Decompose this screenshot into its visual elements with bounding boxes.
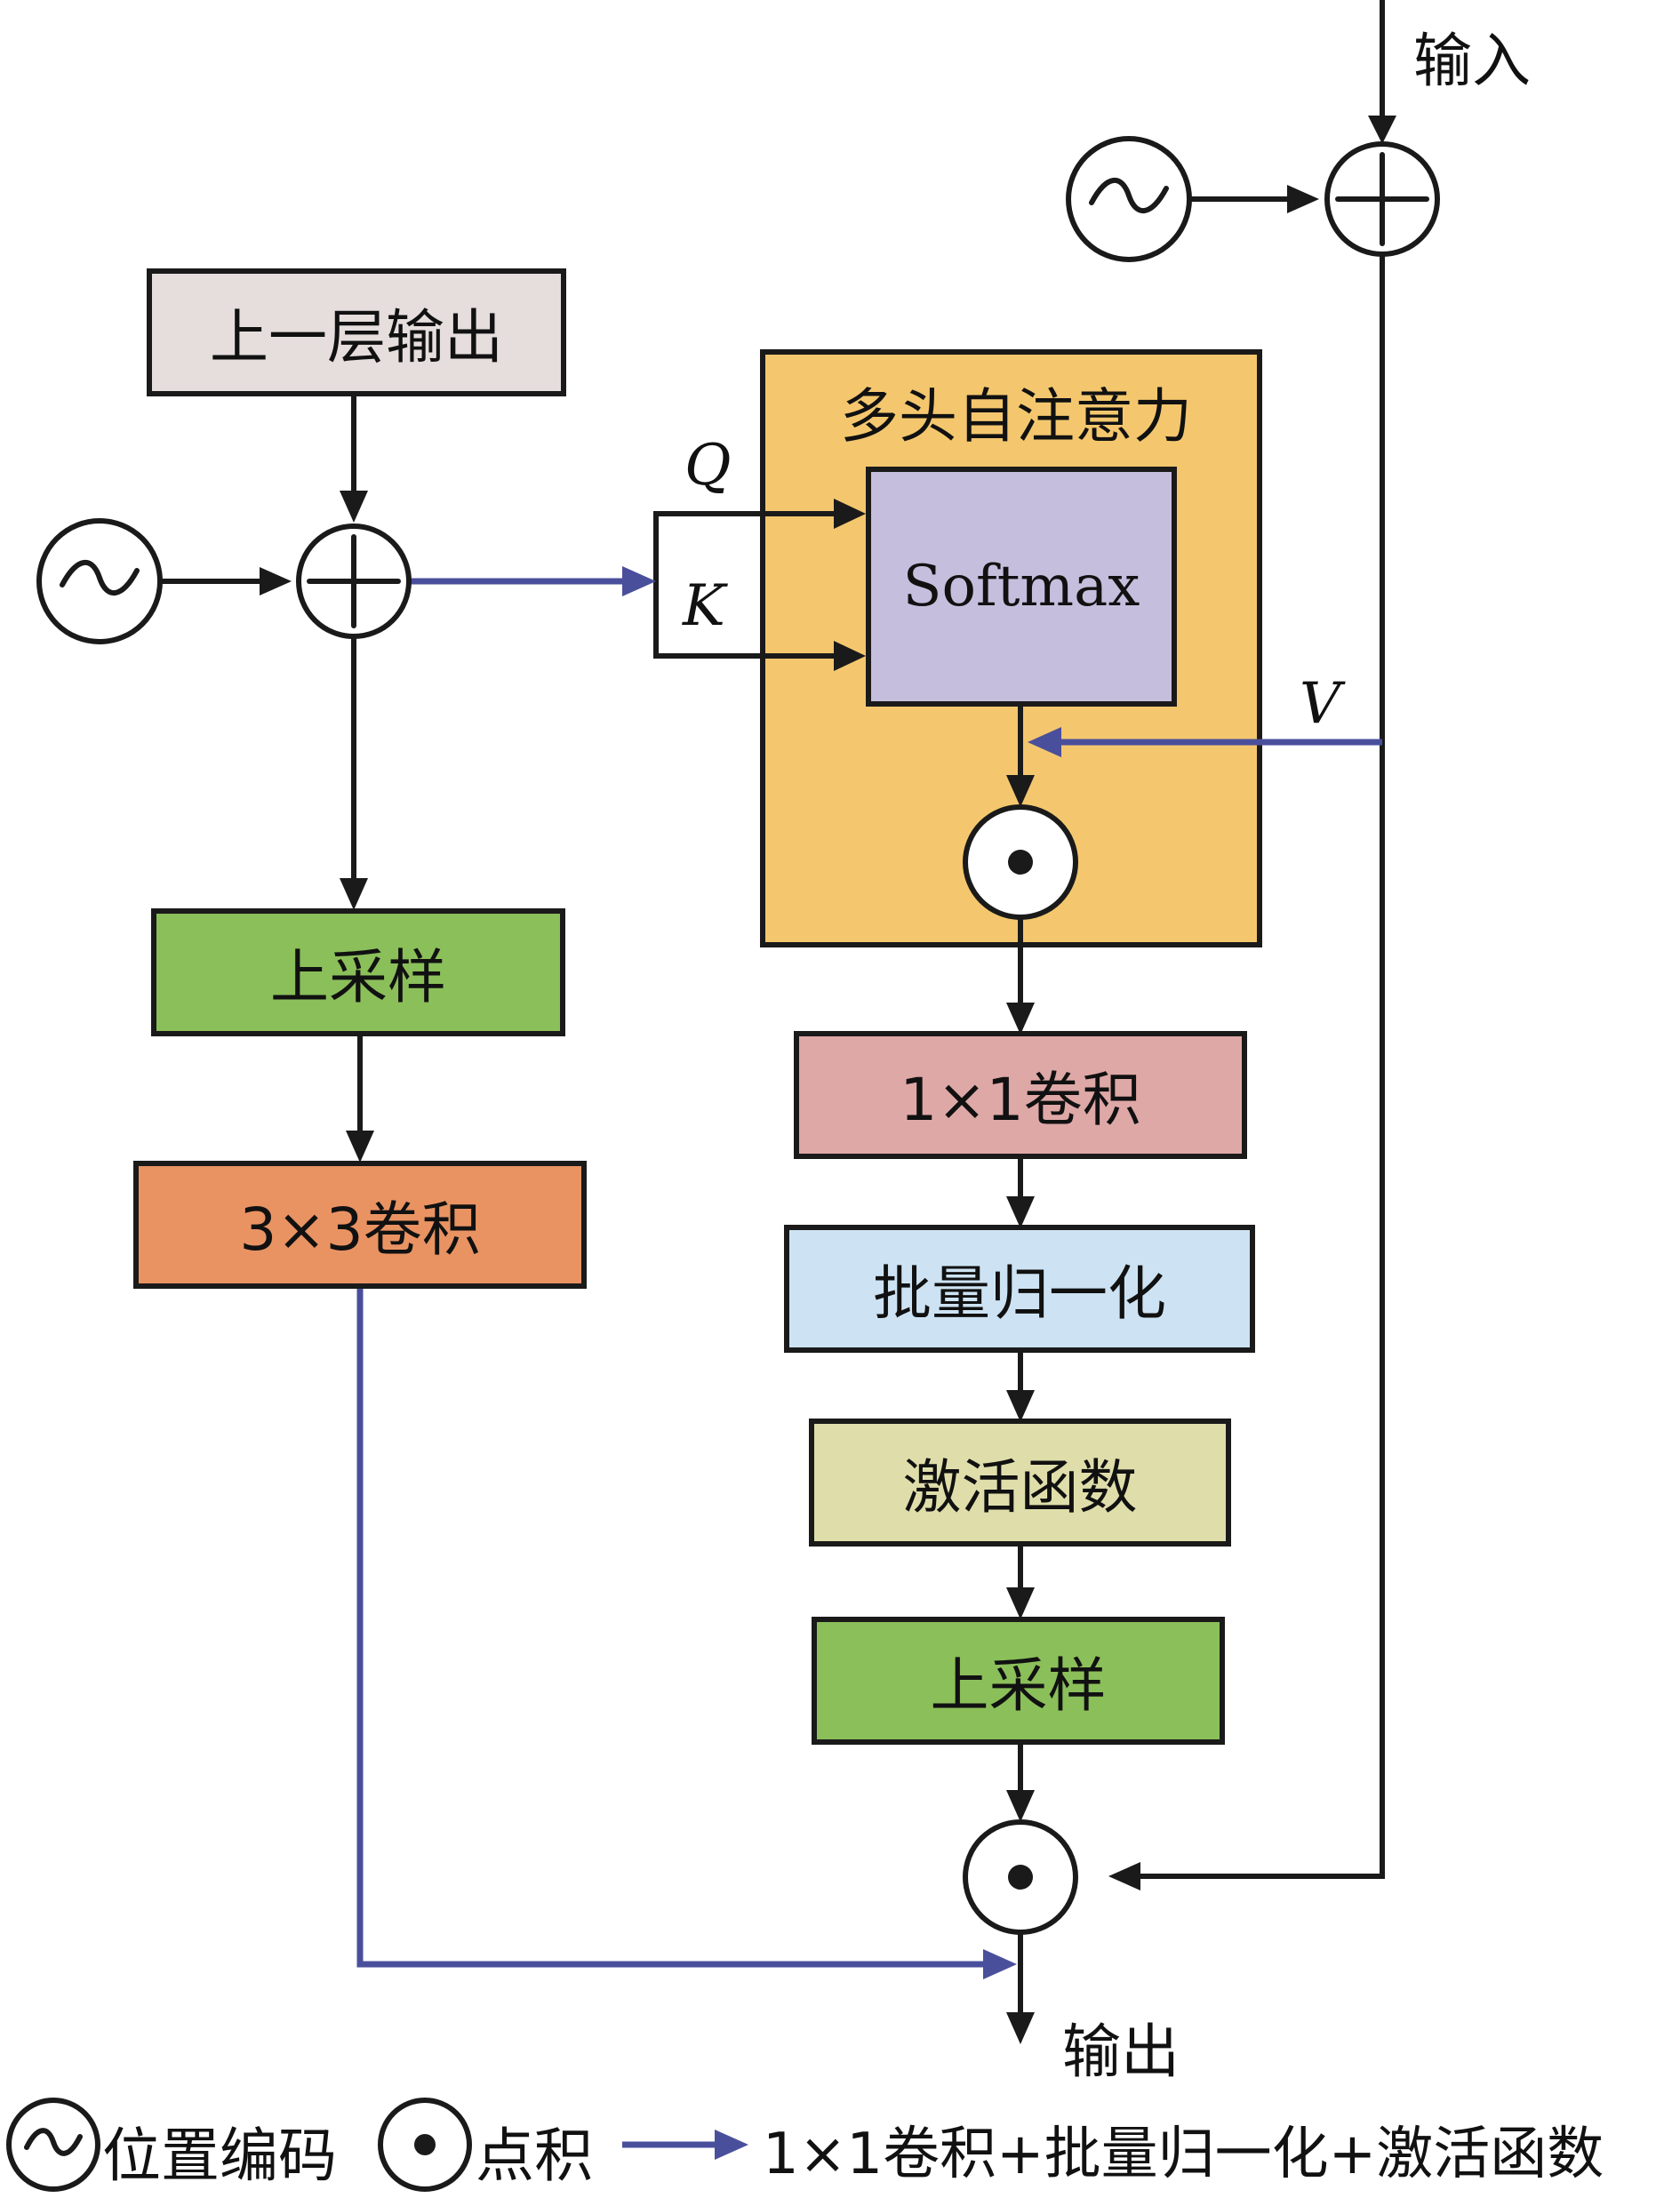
v-label: V <box>1300 671 1341 737</box>
attention-title: 多头自注意力 <box>840 382 1192 451</box>
softmax-label: Softmax <box>902 554 1140 619</box>
legend-dot-product: 点积 <box>476 2122 593 2190</box>
upsample-box-left: 上采样 <box>151 908 565 1036</box>
batch-norm-box: 批量归一化 <box>784 1225 1255 1353</box>
activation-box: 激活函数 <box>809 1419 1231 1547</box>
q-label: Q <box>684 433 732 499</box>
conv1x1-label: 1×1卷积 <box>900 1066 1141 1134</box>
conv3x3-box: 3×3卷积 <box>133 1161 587 1289</box>
previous-layer-output-box: 上一层输出 <box>147 268 566 396</box>
upsample-left-label: 上采样 <box>270 943 446 1011</box>
k-label: K <box>683 573 725 639</box>
output-label: 输出 <box>1062 2018 1180 2086</box>
conv3x3-label: 3×3卷积 <box>239 1195 481 1264</box>
input-label: 输入 <box>1413 27 1531 95</box>
softmax-box: Softmax <box>866 467 1177 707</box>
upsample-right-label: 上采样 <box>930 1651 1107 1720</box>
legend-blue-arrow: 1×1卷积+批量归一化+激活函数 <box>763 2122 1604 2187</box>
upsample-box-right: 上采样 <box>812 1617 1225 1745</box>
conv1x1-box: 1×1卷积 <box>794 1031 1247 1159</box>
legend-positional-encoding: 位置编码 <box>102 2122 337 2190</box>
batch-norm-label: 批量归一化 <box>873 1259 1166 1328</box>
activation-label: 激活函数 <box>902 1453 1138 1522</box>
previous-layer-output-label: 上一层输出 <box>210 303 503 372</box>
